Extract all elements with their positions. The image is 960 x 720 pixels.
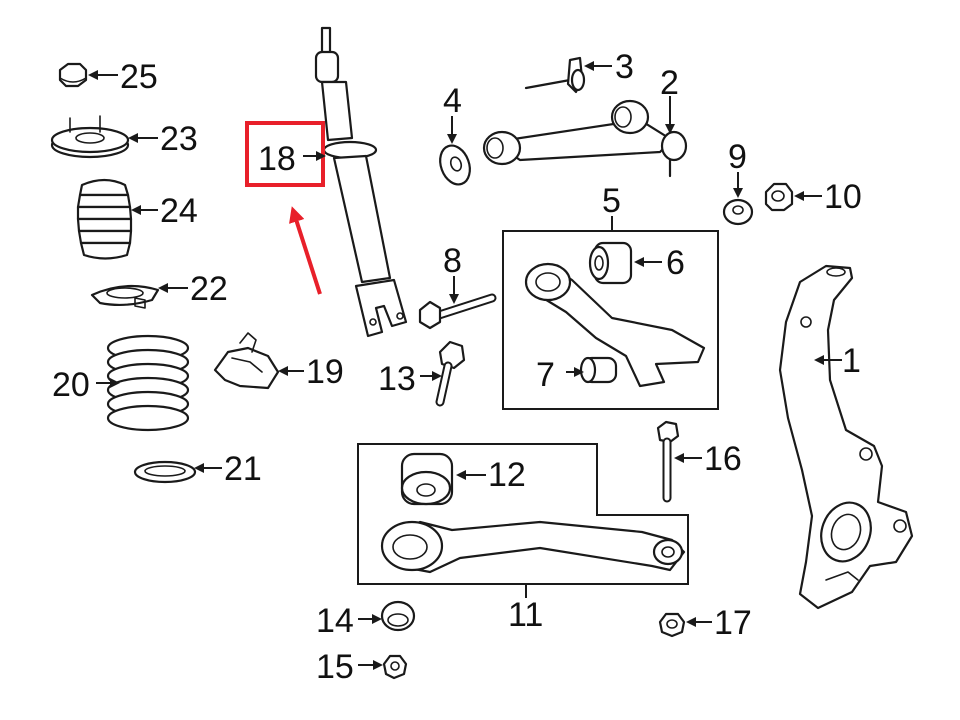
part-12-bushing [400, 452, 486, 506]
part-18-strut [314, 26, 408, 338]
callout-1: 1 [842, 342, 861, 380]
callout-24: 24 [160, 192, 198, 230]
callout-23: 23 [160, 120, 198, 158]
part-10-nut [764, 182, 822, 212]
callout-14: 14 [316, 602, 354, 640]
callout-5: 5 [602, 182, 621, 220]
callout-6: 6 [666, 244, 685, 282]
part-22-seat [90, 283, 188, 309]
part-2-upper-arm [482, 96, 688, 178]
group-box-5 [502, 230, 719, 410]
callout-4: 4 [443, 82, 462, 120]
callout-9: 9 [728, 138, 747, 176]
part-25-nut [58, 62, 118, 88]
part-16-bolt [656, 420, 702, 503]
callout-8: 8 [443, 242, 462, 280]
part-8-bolt [418, 276, 497, 330]
callout-10: 10 [824, 178, 862, 216]
part-9-washer [722, 172, 754, 226]
callout-18: 18 [258, 140, 296, 178]
part-6-bushing [588, 241, 662, 285]
highlight-arrow [289, 206, 322, 295]
part-7-bushing [566, 356, 618, 384]
part-5-lower-arm [524, 262, 706, 388]
part-24-boot [76, 178, 158, 260]
part-14-bushing [358, 600, 416, 632]
group-box-11 [357, 443, 689, 585]
callout-7: 7 [536, 356, 555, 394]
part-15-nut [358, 654, 408, 680]
callout-15: 15 [316, 648, 354, 686]
part-4-washer [439, 116, 471, 186]
callout-2: 2 [660, 64, 679, 102]
part-17-nut [658, 612, 712, 638]
part-1-knuckle [778, 264, 914, 610]
callout-11: 11 [508, 596, 543, 634]
part-3-bolt [524, 56, 612, 94]
part-21-isolator [133, 460, 222, 484]
callout-3: 3 [615, 48, 634, 86]
part-23-mount [50, 115, 158, 159]
callout-22: 22 [190, 270, 228, 308]
callout-17: 17 [714, 604, 752, 642]
callout-19: 19 [306, 353, 344, 391]
callout-20: 20 [52, 366, 90, 404]
part-19-bracket [213, 332, 304, 390]
callout-13: 13 [378, 360, 416, 398]
part-20-coil-spring [96, 334, 190, 432]
part-11-control-arm [380, 520, 686, 574]
callout-25: 25 [120, 58, 158, 96]
callout-12: 12 [488, 456, 526, 494]
callout-16: 16 [704, 440, 742, 478]
part-13-bolt [420, 340, 466, 407]
callout-21: 21 [224, 450, 262, 488]
